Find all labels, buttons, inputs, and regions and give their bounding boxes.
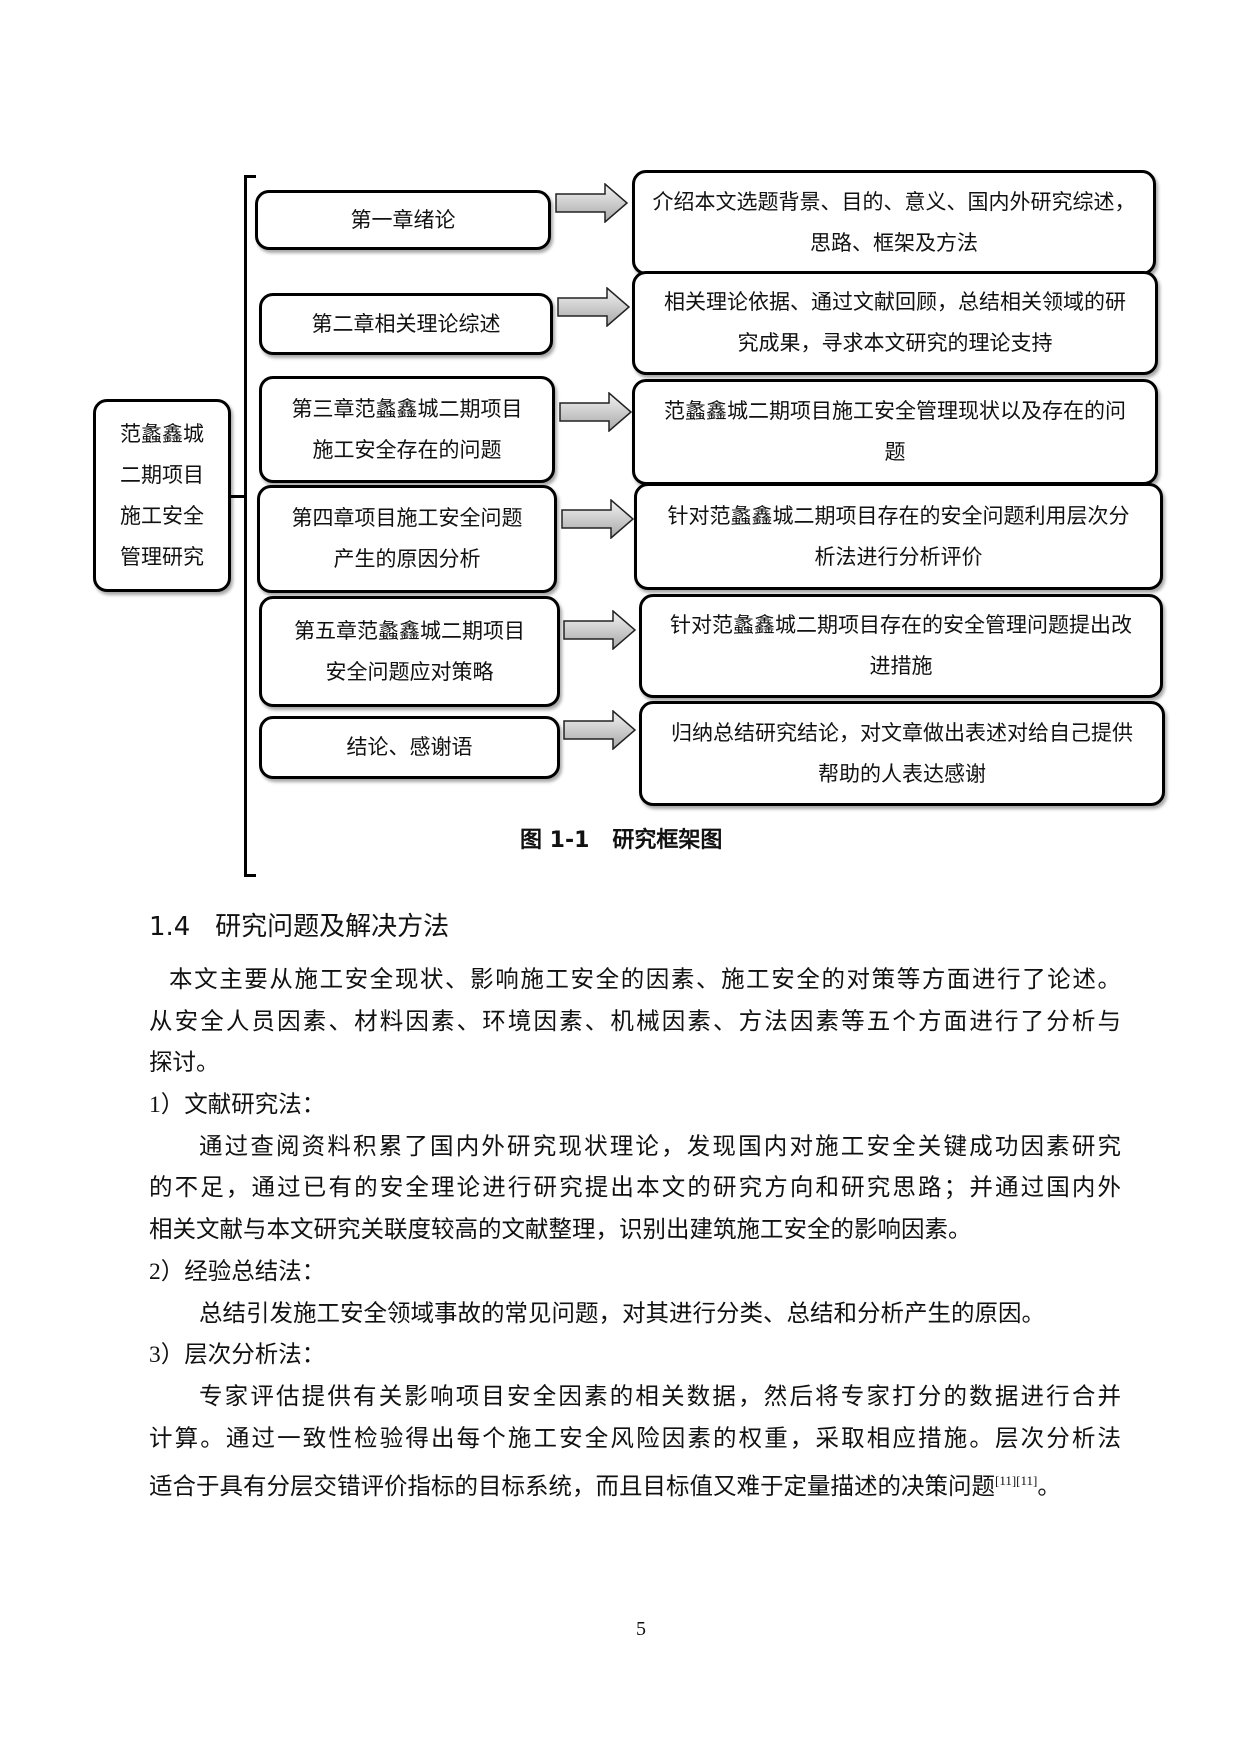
chapter-label: 第二章相关理论综述 [311,311,501,336]
description-box: 归纳总结研究结论，对文章做出表述对给自己提供帮助的人表达感谢 [639,701,1165,806]
text-line: 通过查阅资料积累了国内外研究现状理论，发现国内对施工安全关键成功因素研究 [199,1133,1121,1160]
arrow-right-icon [561,499,635,539]
arrow-right-icon [555,183,629,223]
arrow-right-icon [563,710,637,750]
citation: [11][11] [995,1473,1038,1489]
root-line: 范蠡鑫城 [120,421,204,446]
text-line: 本文主要从施工安全现状、影响施工安全的因素、施工安全的对策等方面进行了论述。 [169,967,1121,993]
chapter-label: 第五章范蠡鑫城二期项目 [294,618,525,643]
root-line: 二期项目 [120,462,204,487]
chapter-box: 第四章项目施工安全问题产生的原因分析 [257,485,557,593]
text-line: 计算。通过一致性检验得出每个施工安全风险因素的权重，采取相应措施。层次分析法 [149,1425,1121,1452]
description-box: 相关理论依据、通过文献回顾，总结相关领域的研究成果，寻求本文研究的理论支持 [632,271,1158,375]
description-box: 针对范蠡鑫城二期项目存在的安全管理问题提出改进措施 [639,594,1163,698]
list-heading: 2）经验总结法： [149,1258,326,1285]
chapter-label: 结论、感谢语 [346,735,473,759]
arrow-right-icon [559,392,633,432]
bracket-connector [231,495,246,498]
punctuation: 。 [1037,1474,1061,1501]
description-box: 针对范蠡鑫城二期项目存在的安全问题利用层次分析法进行分析评价 [634,483,1163,590]
page-number: 5 [636,1618,646,1640]
section-heading: 1.4 研究问题及解决方法 [149,912,450,942]
chapter-label: 第一章绪论 [350,207,456,232]
chapter-box: 第五章范蠡鑫城二期项目安全问题应对策略 [259,596,560,707]
description-box: 范蠡鑫城二期项目施工安全管理现状以及存在的问题 [632,379,1158,485]
list-heading: 1）文献研究法： [149,1092,326,1119]
bracket [244,175,256,877]
description-line: 针对范蠡鑫城二期项目存在的安全问题利用层次分 [667,503,1130,528]
chapter-box: 第三章范蠡鑫城二期项目施工安全存在的问题 [259,376,555,483]
root-box: 范蠡鑫城 二期项目 施工安全 管理研究 [93,399,231,592]
description-line: 题 [884,440,906,464]
chapter-box: 第一章绪论 [255,190,551,250]
chapter-label: 第三章范蠡鑫城二期项目 [291,396,523,421]
description-line: 范蠡鑫城二期项目施工安全管理现状以及存在的问 [664,399,1126,423]
description-line: 究成果，寻求本文研究的理论支持 [737,331,1053,355]
root-line: 管理研究 [120,544,204,569]
chapter-box: 结论、感谢语 [259,716,560,779]
chapter-label: 第四章项目施工安全问题 [291,506,523,530]
text-line: 相关文献与本文研究关联度较高的文献整理，识别出建筑施工安全的影响因素。 [149,1217,972,1244]
text-fragment: 适合于具有分层交错评价指标的目标系统，而且目标值又难于定量描述的决策问题 [149,1474,995,1501]
description-line: 思路、框架及方法 [810,230,978,255]
figure-caption: 图 1-1 研究框架图 [520,828,723,853]
arrow-right-icon [563,610,637,650]
description-line: 针对范蠡鑫城二期项目存在的安全管理问题提出改 [670,613,1132,637]
text-line: 的不足，通过已有的安全理论进行研究提出本文的研究方向和研究思路；并通过国内外 [149,1175,1121,1202]
chapter-label: 安全问题应对策略 [325,659,494,684]
chapter-label: 施工安全存在的问题 [312,437,502,462]
description-line: 相关理论依据、通过文献回顾，总结相关领域的研 [664,290,1126,314]
chapter-label: 产生的原因分析 [333,547,481,571]
text-line: 专家评估提供有关影响项目安全因素的相关数据，然后将专家打分的数据进行合并 [199,1383,1121,1410]
description-line: 帮助的人表达感谢 [818,761,986,786]
text-line: 从安全人员因素、材料因素、环境因素、机械因素、方法因素等五个方面进行了分析与 [149,1008,1121,1035]
text-line: 适合于具有分层交错评价指标的目标系统，而且目标值又难于定量描述的决策问题[11]… [149,1460,1121,1502]
description-box: 介绍本文选题背景、目的、意义、国内外研究综述， 思路、框架及方法 [632,170,1156,275]
text-line: 探讨。 [149,1050,220,1077]
section-body: 本文主要从施工安全现状、影响施工安全的因素、施工安全的对策等方面进行了论述。 从… [149,960,1121,1502]
chapter-box: 第二章相关理论综述 [259,293,553,355]
list-heading: 3）层次分析法： [149,1342,326,1369]
text-line: 总结引发施工安全领域事故的常见问题，对其进行分类、总结和分析产生的原因。 [199,1300,1045,1327]
description-line: 归纳总结研究结论，对文章做出表述对给自己提供 [671,720,1133,745]
arrow-right-icon [557,287,631,327]
description-line: 析法进行分析评价 [814,544,983,569]
root-line: 施工安全 [120,503,204,528]
description-line: 进措施 [869,654,933,678]
description-line: 介绍本文选题背景、目的、意义、国内外研究综述， [652,189,1136,214]
